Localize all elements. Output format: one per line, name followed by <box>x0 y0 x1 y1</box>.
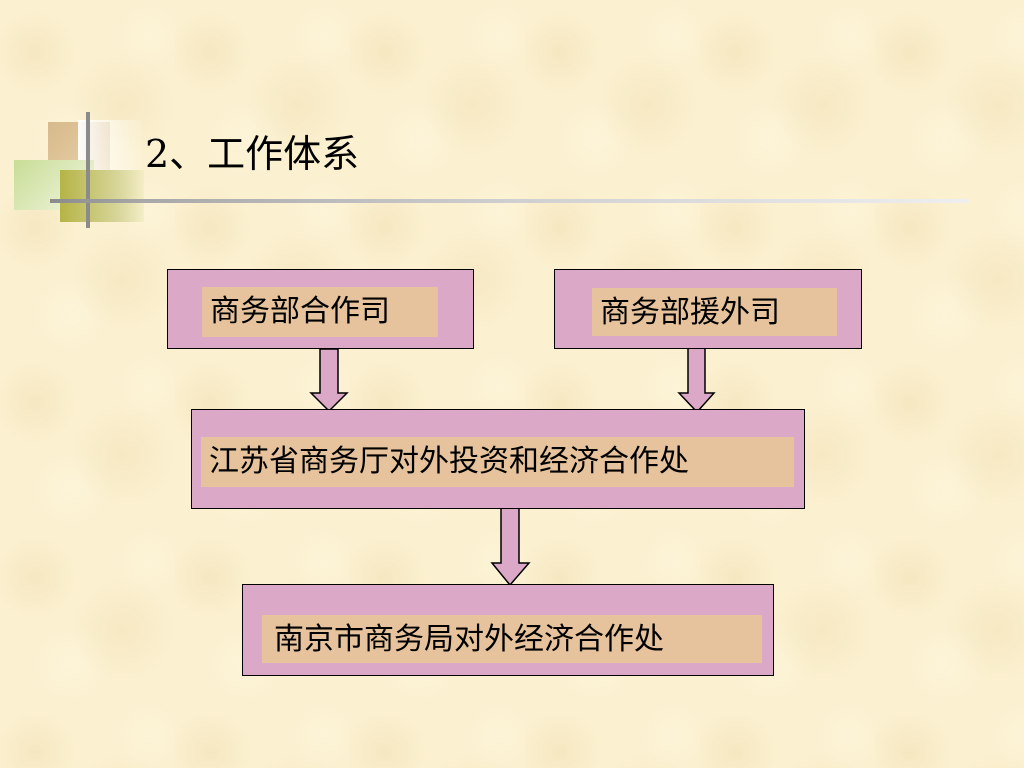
node-commerce-ministry-cooperation: 商务部合作司 <box>167 269 474 349</box>
arrow-jiangsu-to-nanjing <box>490 506 531 587</box>
arrow-aid-to-jiangsu <box>677 344 716 414</box>
arrow-coop-to-jiangsu <box>309 348 349 413</box>
node-nanjing-bureau: 南京市商务局对外经济合作处 <box>242 584 774 676</box>
slide-title: 2、工作体系 <box>145 132 360 176</box>
node-label: 江苏省商务厅对外投资和经济合作处 <box>201 437 794 487</box>
node-commerce-ministry-aid: 商务部援外司 <box>554 269 862 349</box>
node-label: 南京市商务局对外经济合作处 <box>262 615 762 663</box>
node-jiangsu-department: 江苏省商务厅对外投资和经济合作处 <box>191 409 805 509</box>
node-label: 商务部合作司 <box>202 287 438 337</box>
node-label: 商务部援外司 <box>592 288 837 336</box>
title-ornament-olive-square <box>60 170 144 222</box>
title-ornament-vertical-line <box>86 112 90 228</box>
title-underline <box>50 199 970 203</box>
